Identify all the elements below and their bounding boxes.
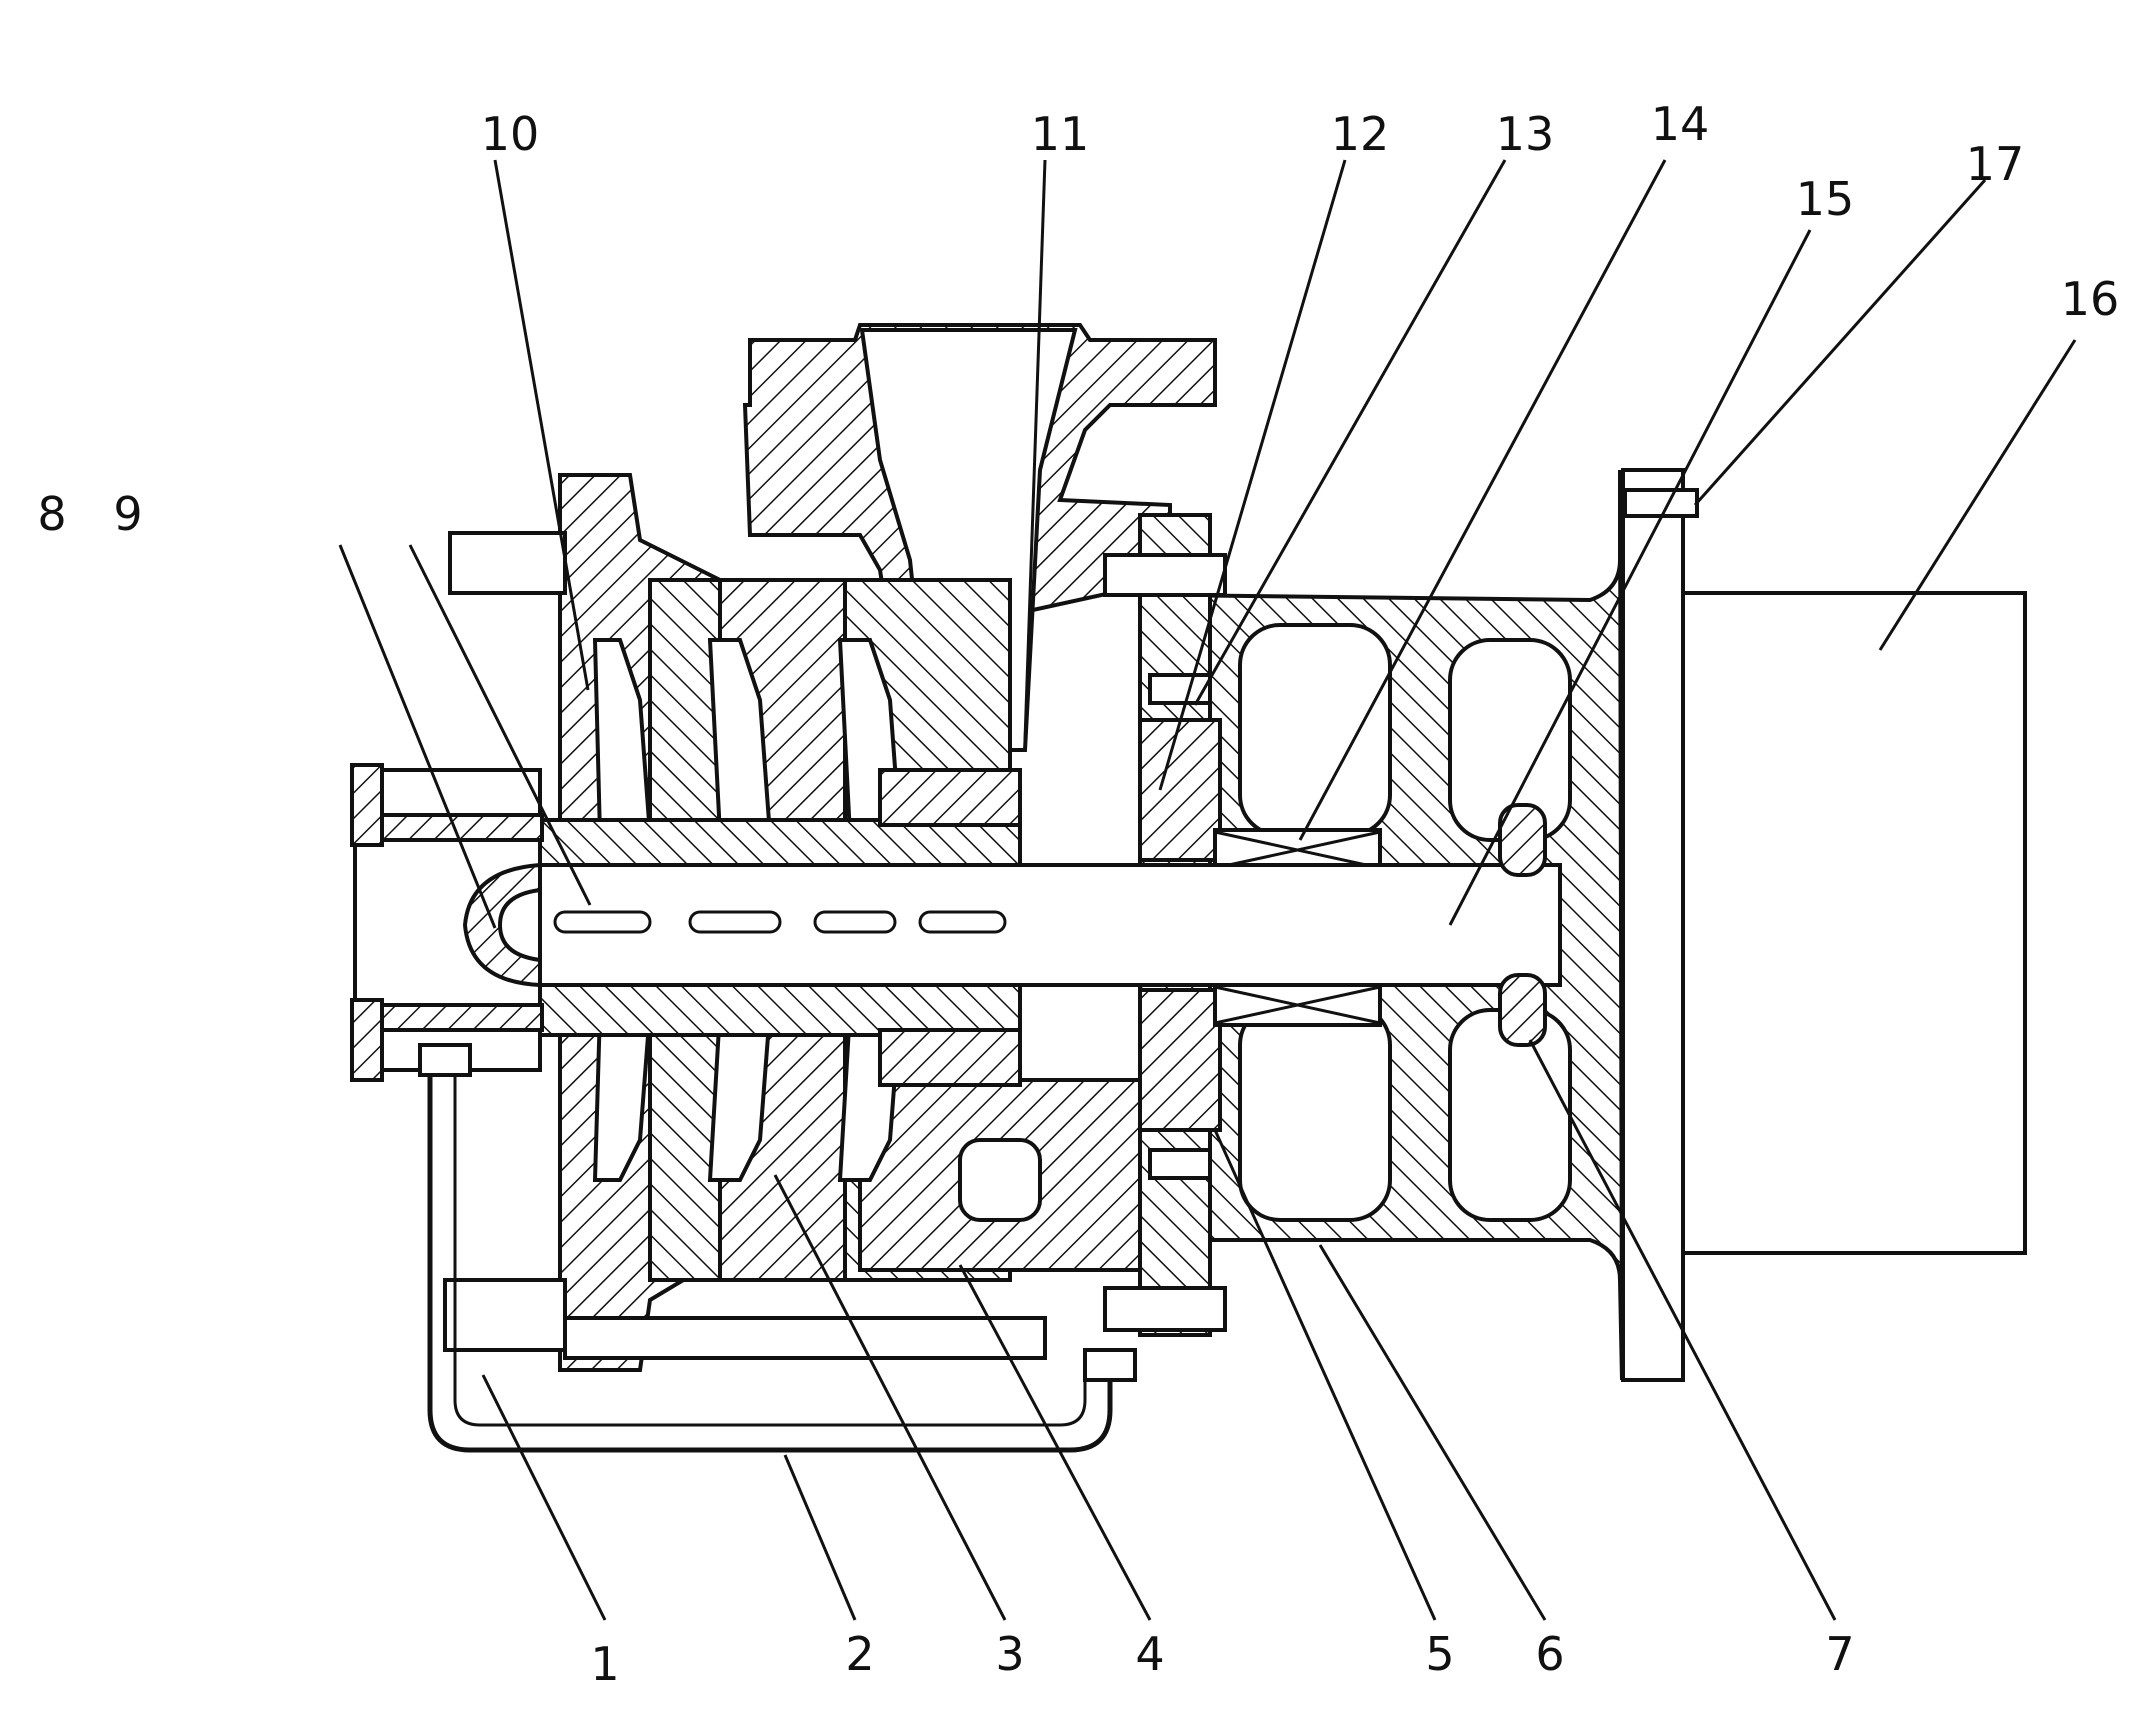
motor-flange	[1623, 470, 1683, 1380]
cover-screw-upper	[1150, 675, 1210, 703]
label-2: 2	[845, 1627, 874, 1681]
balance-drum-lower	[880, 1030, 1020, 1085]
label-13: 13	[1496, 107, 1555, 161]
shaft-sleeve-lower	[540, 985, 1020, 1035]
label-6: 6	[1535, 1627, 1564, 1681]
label-3: 3	[995, 1627, 1024, 1681]
balance-drum-upper	[880, 770, 1020, 825]
label-16: 16	[2061, 272, 2120, 326]
tie-rod-bottom	[565, 1318, 1045, 1358]
label-1: 1	[590, 1637, 619, 1691]
label-9: 9	[113, 487, 142, 541]
bracket-window-bottom	[1240, 1005, 1390, 1220]
motor-body	[1680, 593, 2025, 1253]
label-14: 14	[1651, 97, 1710, 151]
bracket-window-top	[1240, 625, 1390, 835]
inlet-flange-top	[352, 765, 382, 845]
inlet-wall-bottom	[382, 1005, 542, 1030]
cover-bolt-top	[1105, 555, 1225, 595]
label-10: 10	[481, 107, 540, 161]
pipe-fitting-bottom	[1085, 1350, 1135, 1380]
label-5: 5	[1425, 1627, 1454, 1681]
label-17: 17	[1966, 137, 2025, 191]
tie-bolt-top	[450, 533, 565, 593]
seal-housing-upper	[1140, 720, 1220, 860]
label-4: 4	[1135, 1627, 1164, 1681]
inlet-wall-top	[382, 815, 542, 840]
cover-screw-lower	[1150, 1150, 1210, 1178]
pipe-fitting-top	[420, 1045, 470, 1075]
label-11: 11	[1031, 107, 1090, 161]
shaft-slot-2	[690, 912, 780, 932]
shaft-slot-1	[555, 912, 650, 932]
label-7: 7	[1825, 1627, 1854, 1681]
cover-bolt-bottom	[1105, 1288, 1225, 1330]
shaft-collar-lower	[1500, 975, 1545, 1045]
label-8: 8	[37, 487, 66, 541]
label-12: 12	[1331, 107, 1390, 161]
shaft-slot-3	[815, 912, 895, 932]
casing-pocket	[960, 1140, 1040, 1220]
label-15: 15	[1796, 172, 1855, 226]
flange-bolt-top	[1625, 490, 1697, 516]
shaft-slot-4	[920, 912, 1005, 932]
seal-housing-lower	[1140, 990, 1220, 1130]
tie-bolt-bottom	[445, 1280, 565, 1350]
shaft-sleeve-upper	[540, 820, 1020, 870]
inlet-flange-bottom	[352, 1000, 382, 1080]
